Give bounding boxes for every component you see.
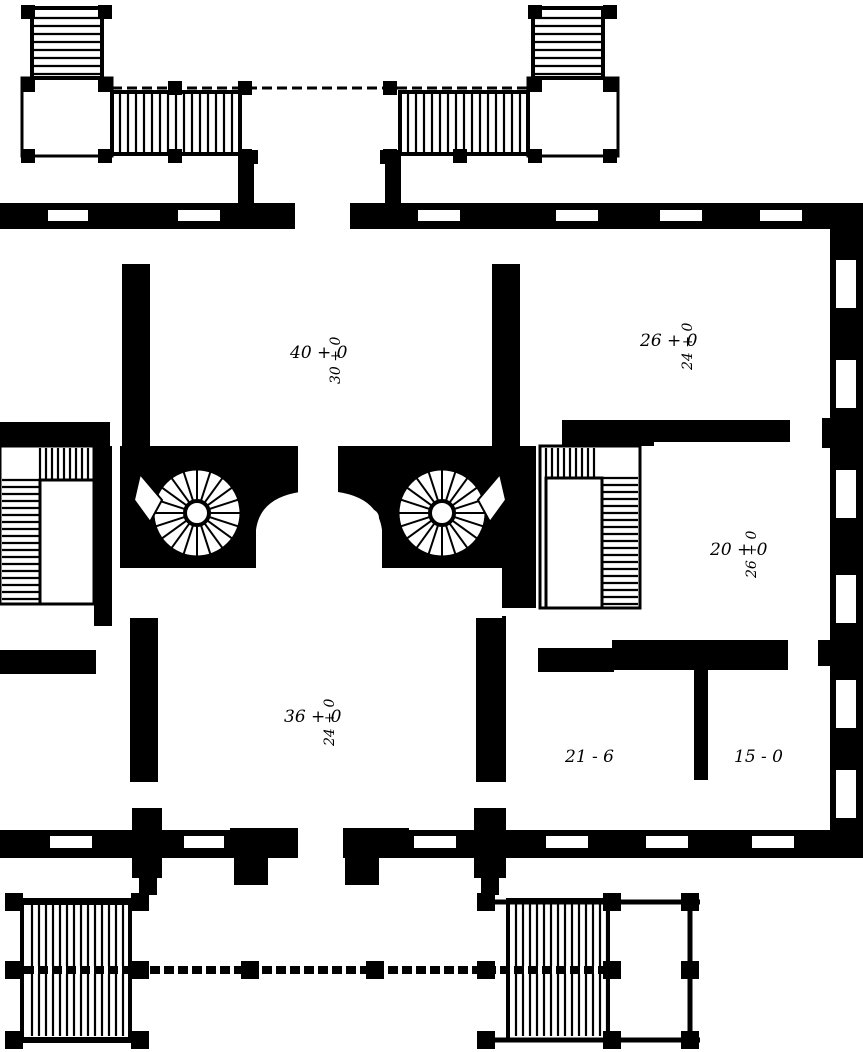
room-label-closet-small: 15 - 0 [734, 747, 783, 767]
south-steps [5, 877, 700, 1049]
room-label-closet-large: 21 - 6 [564, 747, 614, 767]
interior-walls [0, 264, 790, 885]
room-label-east-front-length: 24 + 0 [680, 323, 696, 371]
east-stair [538, 444, 642, 610]
vestibule [118, 446, 502, 618]
north-steps [20, 5, 620, 208]
room-label-east-middle-length: 26 + 0 [744, 531, 760, 579]
east-wall-hatching [818, 418, 846, 666]
west-stair [0, 444, 96, 606]
spiral-stair-right [396, 467, 508, 559]
spiral-stair-left [132, 467, 243, 559]
room-label-saloon: 40 + 0 [289, 343, 348, 363]
room-label-east-middle: 20 + 0 [709, 540, 768, 560]
room-label-hall-length: 24 + 0 [322, 699, 338, 747]
room-label-saloon-length: 30 + 0 [328, 337, 344, 384]
room-labels: 40 + 0 30 + 0 26 + 0 24 + 0 20 + 0 26 + … [284, 323, 783, 767]
room-label-east-front: 26 + 0 [639, 331, 698, 351]
room-label-hall: 36 + 0 [284, 707, 342, 727]
